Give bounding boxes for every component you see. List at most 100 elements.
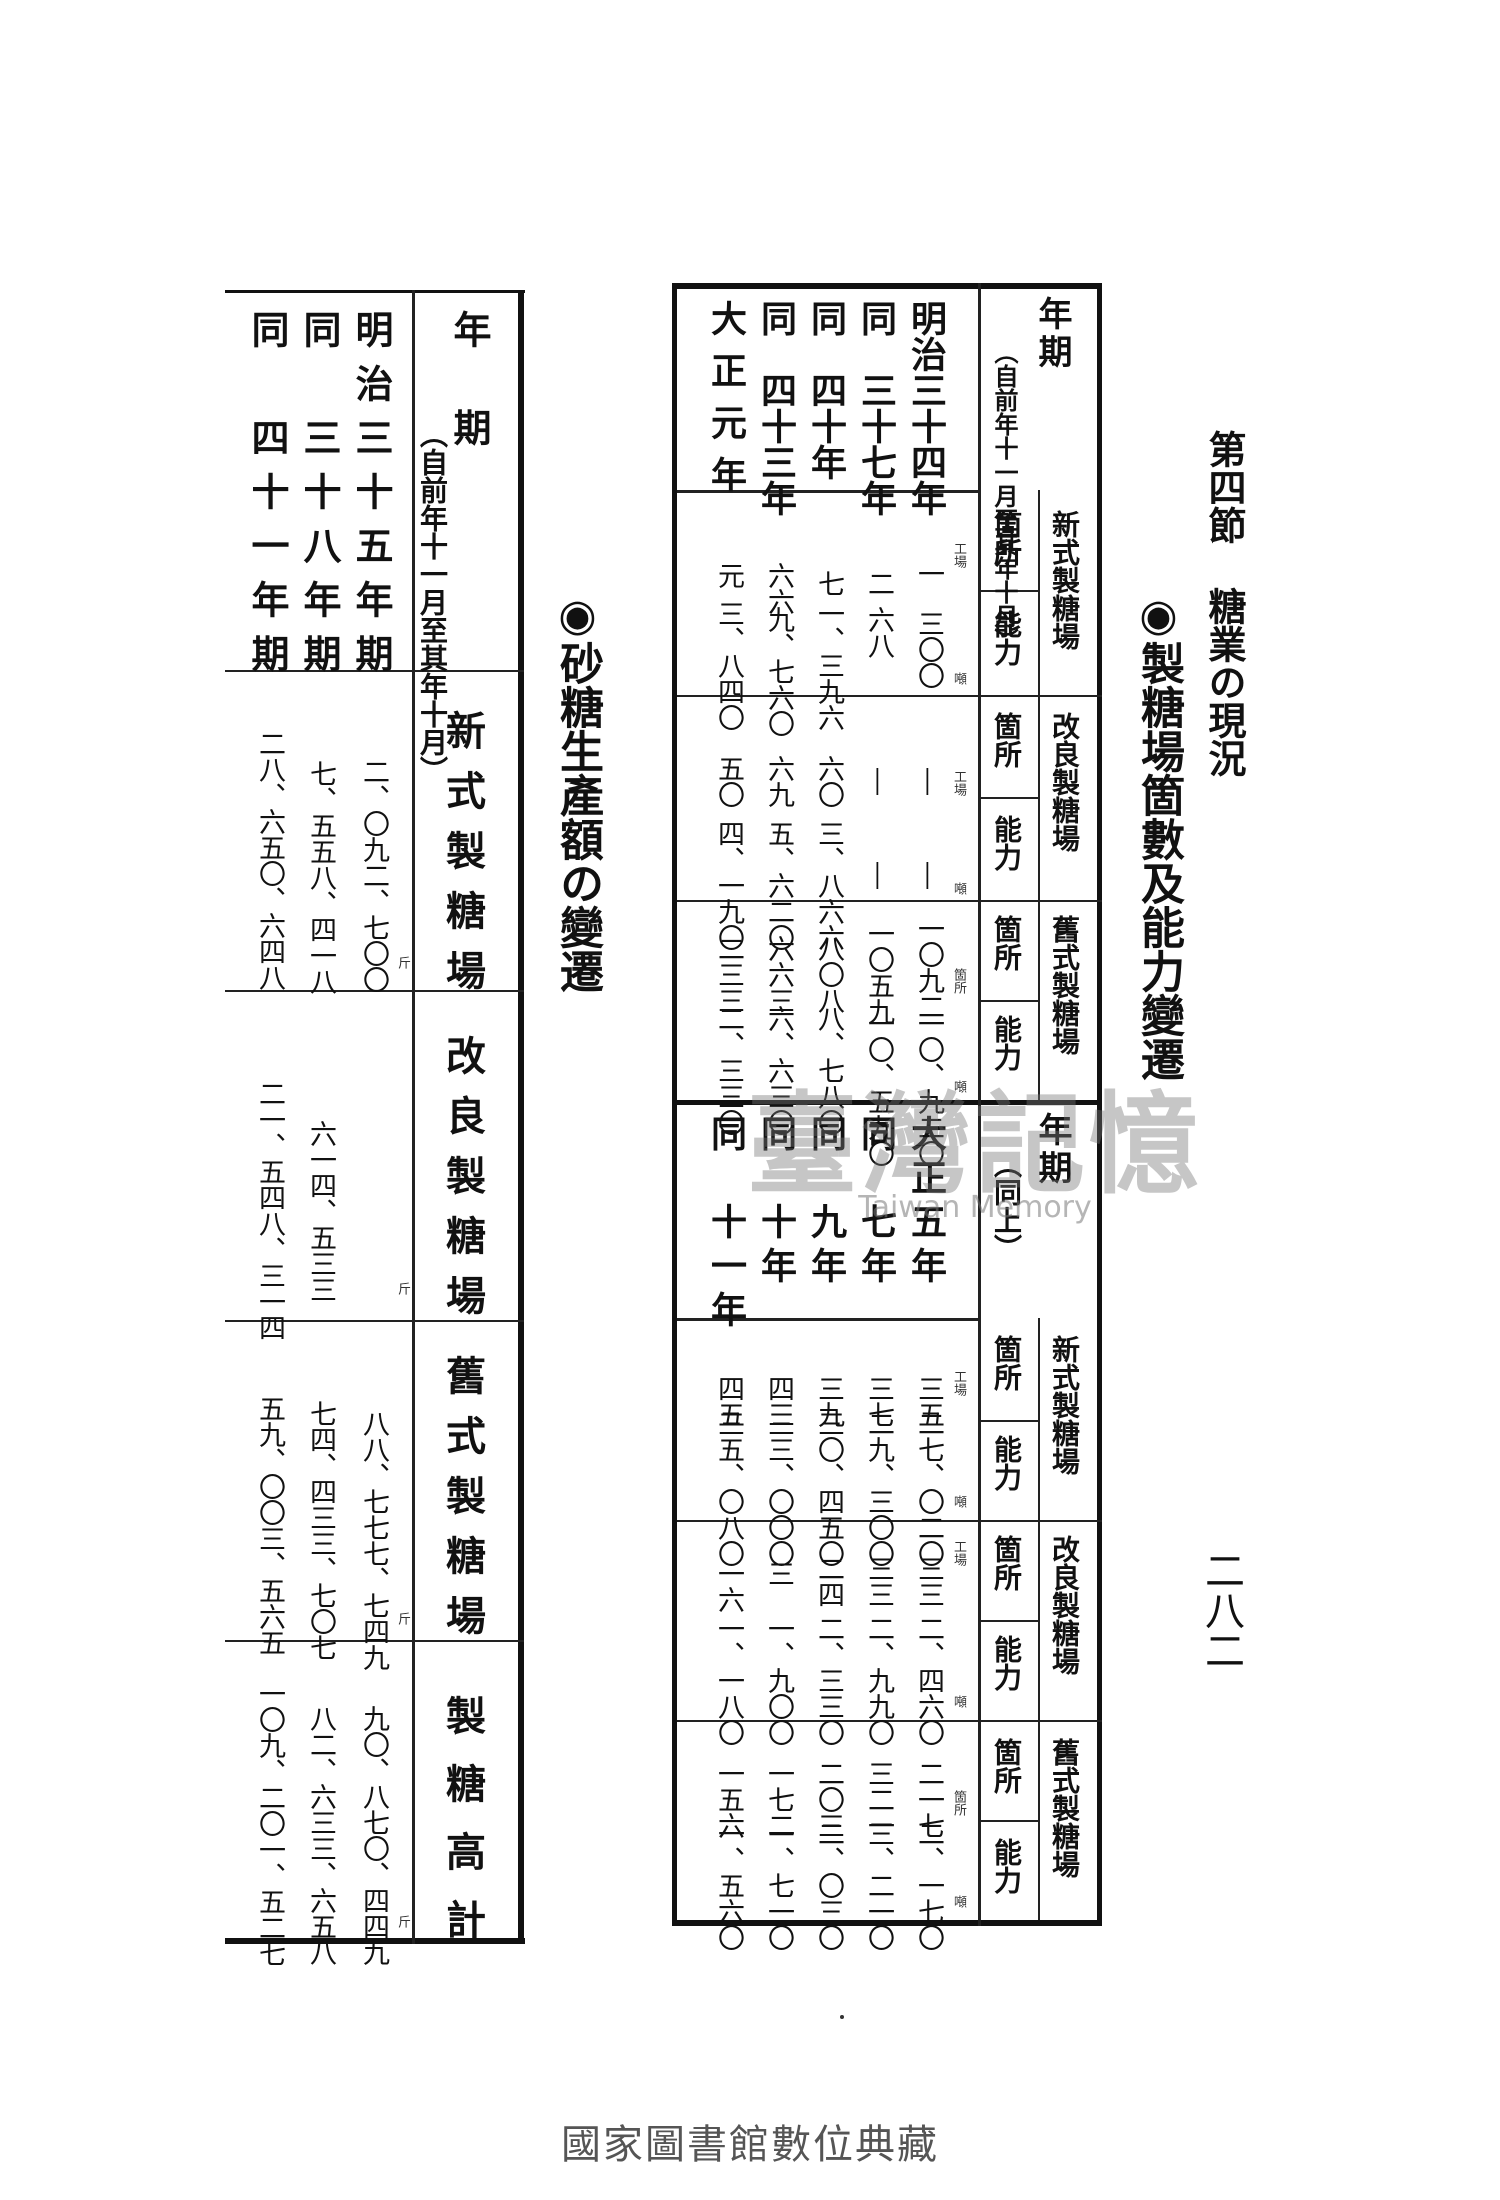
table1-upper-unit-2: 工場 [951,770,966,796]
table1-upper-year-sub: （自前年十一月至其年十月） [990,340,1019,652]
table1-lower-group-0-sub-0: 箇所 [990,1335,1023,1391]
table-cell: 二 [863,570,894,596]
table-cell: 七 [813,570,844,596]
table-cell: 一六 [713,1560,744,1612]
table-cell: 二九、三〇〇 [863,1410,894,1566]
table-cell: 三九 [813,1375,844,1427]
table-cell: ― [913,768,944,794]
table-cell: 二四 [813,1555,844,1607]
table-cell: 二、三三〇 [713,1005,744,1135]
table-cell: 七四、四三三、七〇七 [305,1400,336,1660]
table1-lower-group-2: 舊式製糖場 [1048,1738,1081,1878]
table-cell: 七、五五八、四一八 [305,760,336,994]
table-row-year: 大正五年 [905,1115,947,1291]
table1-upper-year-header: 年期 [1032,296,1072,372]
table-cell: 六一四、五三三 [305,1120,336,1302]
table2-year-sub: （自前年十一月至其年十月） [416,420,449,784]
table-cell: 三二一 [863,1760,894,1838]
table1-upper-group-1-sub-1: 能力 [990,815,1023,871]
table-cell: 一七二 [763,1760,794,1838]
table-cell: 二〇三 [813,1760,844,1838]
table2-title: ◉砂糖生產額の變遷 [552,590,603,993]
table-cell: 三三、〇〇〇 [763,1410,794,1566]
table1-upper-group-2-sub-0: 箇所 [990,915,1023,971]
table2-col-3: 製糖高計 [439,1695,486,1967]
table1-lower-group-1-sub-0: 箇所 [990,1535,1023,1591]
table-cell: 五〇 [713,755,744,807]
table2-unit: 斤 [395,956,410,969]
table-cell: 四五 [713,1375,744,1427]
table1-lower-year-sub: （同上） [990,1150,1023,1262]
table-cell: 三、二一〇 [863,1820,894,1950]
table-cell: 二、三三〇 [813,1615,844,1745]
footer-archive-label: 國家圖書館數位典藏 [561,2122,939,2168]
table-cell: 二、四六〇 [913,1615,944,1745]
table-cell: ― [863,862,894,888]
table1-lower-group-2-sub-1: 能力 [990,1838,1023,1894]
running-head: 第四節 糖業の現況 [1197,430,1252,777]
table1-lower-unit-5: 噸 [951,1895,966,1908]
table-cell: 二、九九〇 [863,1615,894,1745]
table-cell: 八、七八〇 [813,1005,844,1135]
table-cell: 一、五六〇 [713,1820,744,1950]
table-cell: 六六三 [763,935,794,1013]
table-cell: 八〇八 [813,935,844,1013]
table1-upper-group-1: 改良製糖場 [1048,712,1081,852]
table-cell: ― [863,768,894,794]
section-label: 第四節 [1202,430,1247,544]
table1-upper-group-2: 舊式製糖場 [1048,915,1081,1055]
table-cell: 三七 [863,1375,894,1427]
section-title: 糖業の現況 [1202,587,1247,778]
table-cell: 二七、〇二〇 [913,1410,944,1566]
table-cell: 二八、六五〇、六四八 [254,730,285,990]
table-cell: 九〇、八七〇、四四九 [358,1705,389,1965]
table-cell: 二、〇九二、七〇〇 [358,758,389,992]
table2-col-1: 改良製糖場 [439,1035,486,1335]
table2-year-header: 年期 [447,310,492,506]
table-cell: 一五六 [713,1760,744,1838]
table-cell: 六九 [763,755,794,807]
table1-lower-group-1-sub-1: 能力 [990,1635,1023,1691]
table-cell: 二、一七〇 [913,1820,944,1950]
table-cell: 二三三 [713,935,744,1013]
table-cell: 一〇、五九〇 [863,1010,894,1166]
table-cell: 五九、〇〇三、五六五 [254,1395,285,1655]
table1-lower-unit-2: 工場 [951,1540,966,1566]
table-cell: 三五、〇八〇 [713,1410,744,1566]
table-cell: 一〇九、二〇一、五二七 [254,1680,285,1966]
table1-upper-unit-4: 箇所 [951,968,966,994]
table1-upper-group-2-sub-1: 能力 [990,1015,1023,1071]
table2-col-2: 舊式製糖場 [439,1355,486,1655]
table-cell: 六〇 [813,755,844,807]
table-cell: 一、一八〇 [713,1615,744,1745]
table-cell: 一 [913,560,944,586]
table1-upper-group-0-sub-1: 能力 [990,610,1023,666]
table-cell: 八八、七七七、七四九 [358,1410,389,1670]
table-cell: ― [913,862,944,888]
table-cell: 三、八六六 [813,820,844,950]
table-row-year: 大正元年 [705,300,747,508]
table1-lower-year-header: 年期 [1032,1112,1072,1188]
table-row-year: 同 四十三年 [755,300,797,516]
table2-unit: 斤 [395,1282,410,1295]
table-cell: 一〇、九二〇 [913,1010,944,1166]
table-cell: 一〇九二 [913,915,944,1019]
table-cell: 元 [713,562,744,588]
table-cell: 三三 [863,1555,894,1607]
table-cell: 三五 [913,1375,944,1427]
table-cell: 三、八四〇 [713,600,744,730]
table-row-year: 同 七年 [855,1115,897,1291]
table2-unit: 斤 [395,1915,410,1928]
table1-lower-group-0-sub-1: 能力 [990,1435,1023,1491]
table1-upper-group-1-sub-0: 箇所 [990,712,1023,768]
table-row-year: 同 四十年 [805,300,847,480]
table-cell: 四三 [763,1375,794,1427]
table1-lower-group-0: 新式製糖場 [1048,1335,1081,1475]
table1-lower-unit-4: 箇所 [951,1790,966,1816]
table1-title: ◉製糖場箇數及能力變遷 [1133,590,1184,1081]
table-cell: 三三 [913,1555,944,1607]
table-cell: 二、〇三〇 [813,1820,844,1950]
table-row-year: 同 三十七年 [855,300,897,516]
table-cell: 九、七六〇 [763,606,794,736]
table-cell: 一、七一〇 [763,1820,794,1950]
